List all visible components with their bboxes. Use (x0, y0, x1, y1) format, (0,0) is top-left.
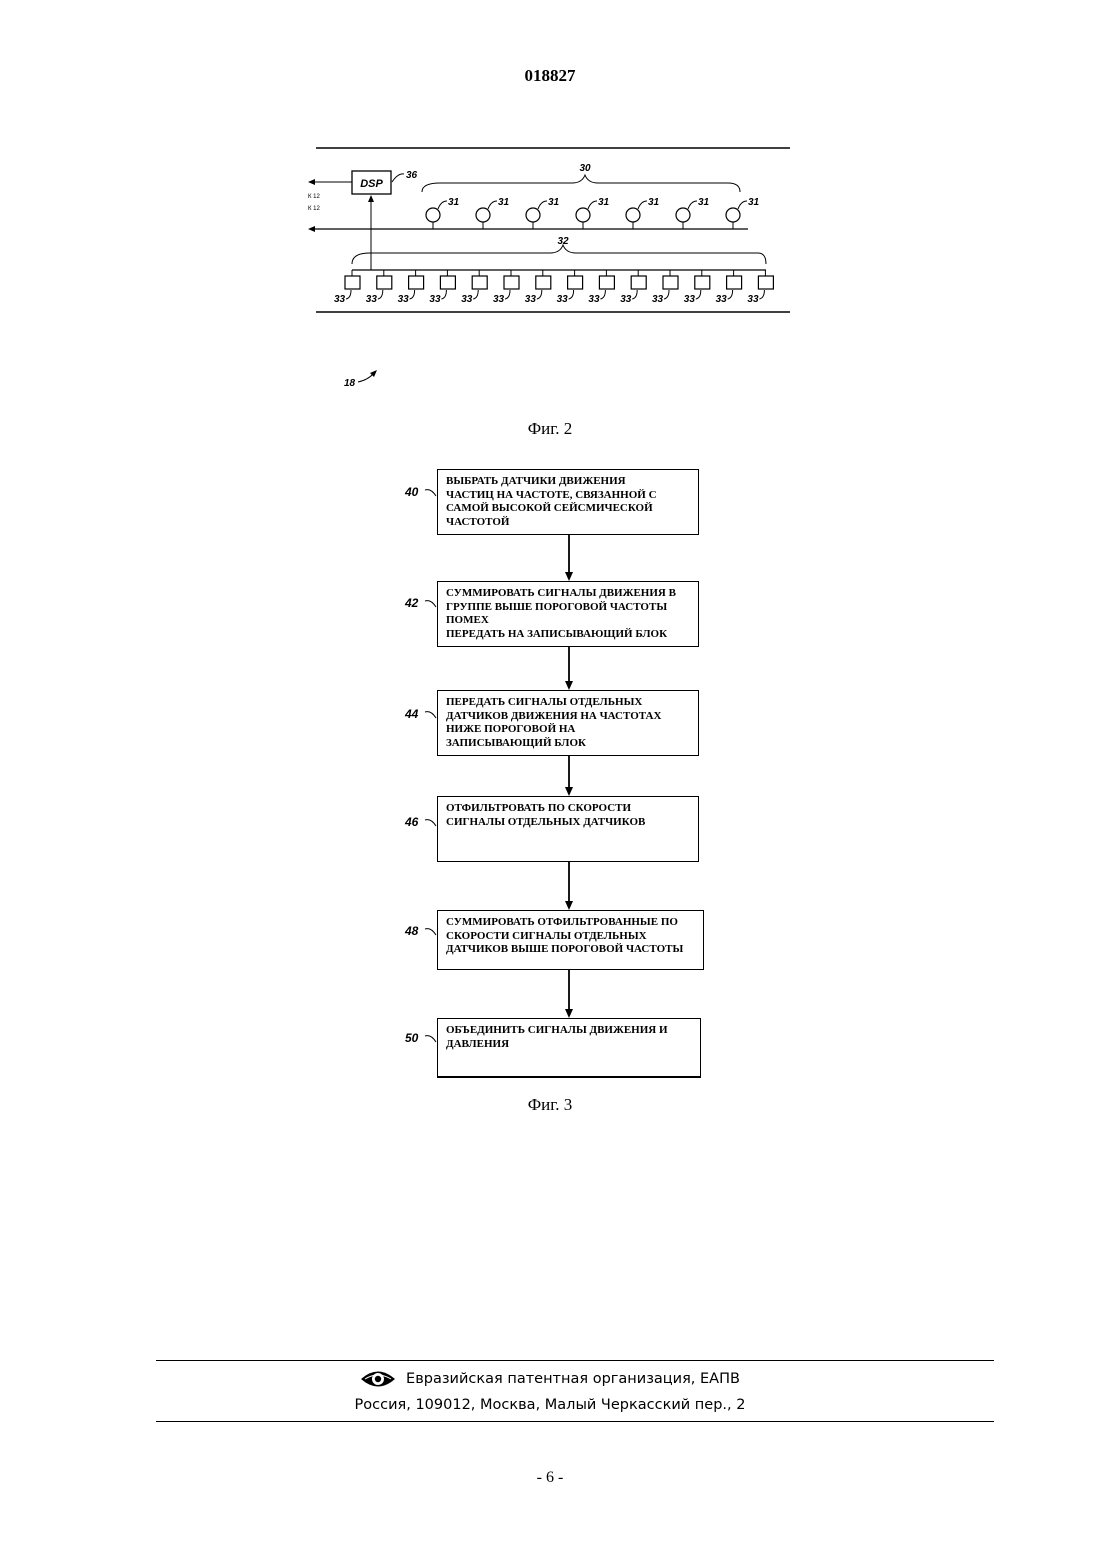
leader-42 (425, 601, 436, 607)
figure-3-caption: Фиг. 3 (0, 1095, 1100, 1115)
flow-step-44-ref: 44 (405, 707, 418, 721)
footer-bottom-rule (156, 1421, 994, 1422)
connector-42-44-arrowhead (565, 681, 573, 690)
connector-40-42-arrowhead (565, 572, 573, 581)
flow-step-48-ref: 48 (405, 924, 418, 938)
flow-step-44: ПЕРЕДАТЬ СИГНАЛЫ ОТДЕЛЬНЫХ ДАТЧИКОВ ДВИЖ… (437, 690, 699, 756)
flow-step-46: ОТФИЛЬТРОВАТЬ ПО СКОРОСТИ СИГНАЛЫ ОТДЕЛЬ… (437, 796, 699, 862)
flow-step-50: ОБЪЕДИНИТЬ СИГНАЛЫ ДВИЖЕНИЯ И ДАВЛЕНИЯ (437, 1018, 701, 1078)
flow-step-42-ref: 42 (405, 596, 418, 610)
leader-44 (425, 712, 436, 718)
flow-step-40-ref: 40 (405, 485, 418, 499)
connector-44-46-arrowhead (565, 787, 573, 796)
connector-48-50-arrowhead (565, 1009, 573, 1018)
flow-step-40: ВЫБРАТЬ ДАТЧИКИ ДВИЖЕНИЯ ЧАСТИЦ НА ЧАСТО… (437, 469, 699, 535)
footer-top-rule (156, 1360, 994, 1361)
flow-step-48: СУММИРОВАТЬ ОТФИЛЬТРОВАННЫЕ ПО СКОРОСТИ … (437, 910, 704, 970)
footer-address: Россия, 109012, Москва, Малый Черкасский… (0, 1397, 1100, 1413)
page-number: - 6 - (0, 1469, 1100, 1487)
eapo-eye-logo-icon (360, 1368, 396, 1390)
footer-org-name: Евразийская патентная организация, ЕАПВ (406, 1371, 740, 1387)
leader-40 (425, 490, 436, 496)
figure-3-flowchart: ВЫБРАТЬ ДАТЧИКИ ДВИЖЕНИЯ ЧАСТИЦ НА ЧАСТО… (0, 0, 1100, 1120)
leader-50 (425, 1036, 436, 1042)
leader-46 (425, 820, 436, 826)
flow-step-50-ref: 50 (405, 1031, 418, 1045)
connector-46-48-arrowhead (565, 901, 573, 910)
flow-step-46-ref: 46 (405, 815, 418, 829)
flow-step-42: СУММИРОВАТЬ СИГНАЛЫ ДВИЖЕНИЯ В ГРУППЕ ВЫ… (437, 581, 699, 647)
leader-48 (425, 929, 436, 935)
footer-organization: Евразийская патентная организация, ЕАПВ (0, 1368, 1100, 1394)
